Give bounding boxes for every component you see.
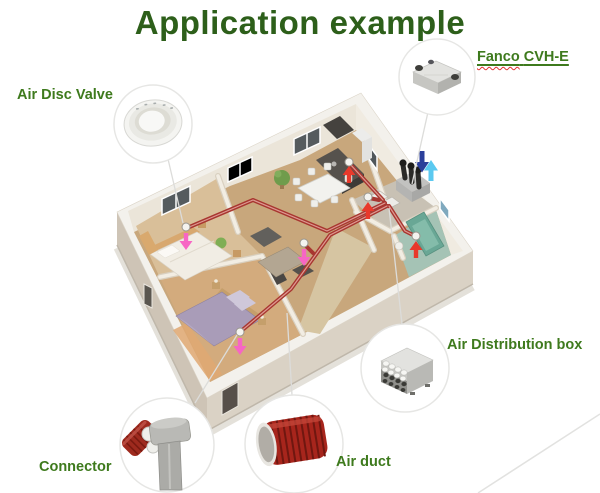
furniture [139, 116, 445, 347]
callout-connector [119, 397, 215, 493]
label-fanco-word: Fanco [477, 49, 520, 65]
hallway-floor [298, 228, 374, 334]
supply-air-arrows [179, 233, 311, 355]
label-air-disc-valve: Air Disc Valve [17, 87, 113, 103]
label-air-duct: Air duct [336, 454, 391, 470]
callout-lines [167, 111, 429, 404]
label-fanco-cvh-e-link[interactable]: Fanco CVH-E [477, 49, 569, 65]
decorative-corner-line [477, 413, 600, 493]
windows [161, 125, 450, 224]
air-distribution-box-image [380, 347, 434, 395]
air-valves [181, 157, 421, 337]
bed-purple [175, 267, 287, 347]
callout-fanco-unit [398, 38, 476, 116]
plant-dining [274, 170, 290, 189]
bathtub [394, 211, 445, 257]
page-title: Application example [134, 4, 466, 41]
dining-table [292, 162, 353, 208]
bathroom-window [439, 195, 450, 224]
connector-image [121, 417, 192, 491]
callout-air-duct [244, 394, 344, 493]
exhaust-air-arrow [424, 160, 438, 181]
house-illustration [113, 92, 475, 439]
callout-air-disc-valve [113, 84, 193, 164]
label-connector: Connector [39, 459, 112, 475]
label-air-distribution-box: Air Distribution box [447, 337, 583, 353]
callout-air-distribution-box [360, 323, 450, 413]
plant-bedroom1 [215, 237, 227, 249]
label-cvhe-word: CVH-E [523, 49, 569, 65]
air-disc-valve-image [123, 99, 183, 147]
house-exterior-walls [116, 212, 474, 433]
air-duct-image [255, 414, 328, 467]
bedroom2-floor-border [173, 323, 222, 381]
fanco-unit-image [412, 59, 462, 94]
extract-air-arrows [342, 166, 423, 258]
fresh-air-arrow [415, 151, 429, 173]
